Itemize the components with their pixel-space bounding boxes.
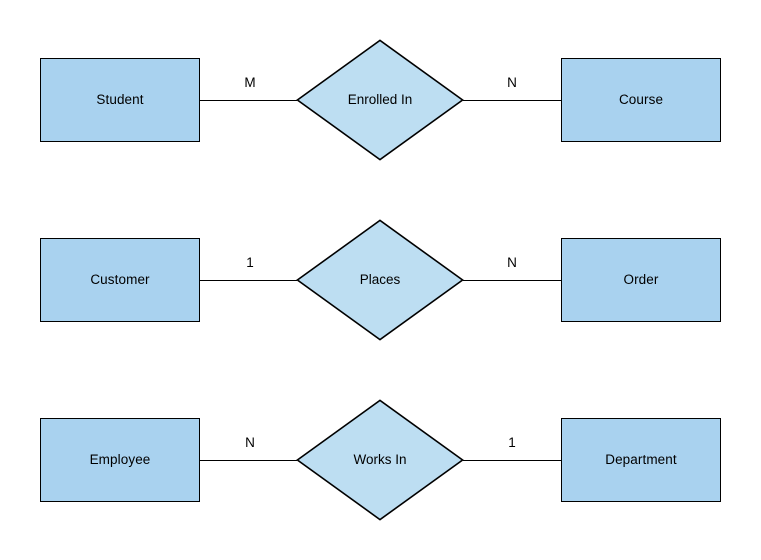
er-relationship-row: Customer 1 Places N Order [0, 190, 761, 370]
relationship-node-works-in[interactable]: Works In [296, 399, 464, 521]
er-relationship-row: Student M Enrolled In N Course [0, 10, 761, 190]
cardinality-label-left: 1 [246, 255, 254, 270]
entity-node-order[interactable]: Order [561, 238, 721, 322]
connector-line-right [463, 280, 561, 281]
relationship-node-enrolled-in[interactable]: Enrolled In [296, 39, 464, 161]
entity-label: Order [623, 272, 659, 288]
entity-node-employee[interactable]: Employee [40, 418, 200, 502]
diamond-shape-icon [296, 399, 464, 521]
er-relationship-row: Employee N Works In 1 Department [0, 370, 761, 550]
entity-node-course[interactable]: Course [561, 58, 721, 142]
connector-line-right [463, 100, 561, 101]
cardinality-label-right: N [507, 75, 517, 90]
cardinality-label-right: 1 [508, 435, 516, 450]
connector-line-left [200, 280, 297, 281]
cardinality-label-left: M [244, 75, 256, 90]
entity-node-student[interactable]: Student [40, 58, 200, 142]
connector-line-left [200, 460, 297, 461]
entity-label: Student [96, 92, 144, 108]
connector-line-right [463, 460, 561, 461]
entity-label: Employee [89, 452, 151, 468]
diamond-shape-icon [296, 39, 464, 161]
relationship-node-places[interactable]: Places [296, 219, 464, 341]
connector-line-left [200, 100, 297, 101]
entity-node-customer[interactable]: Customer [40, 238, 200, 322]
entity-label: Customer [90, 272, 150, 288]
entity-label: Course [618, 92, 664, 108]
diamond-shape-icon [296, 219, 464, 341]
entity-node-department[interactable]: Department [561, 418, 721, 502]
entity-label: Department [605, 452, 677, 468]
cardinality-label-left: N [245, 435, 255, 450]
cardinality-label-right: N [507, 255, 517, 270]
